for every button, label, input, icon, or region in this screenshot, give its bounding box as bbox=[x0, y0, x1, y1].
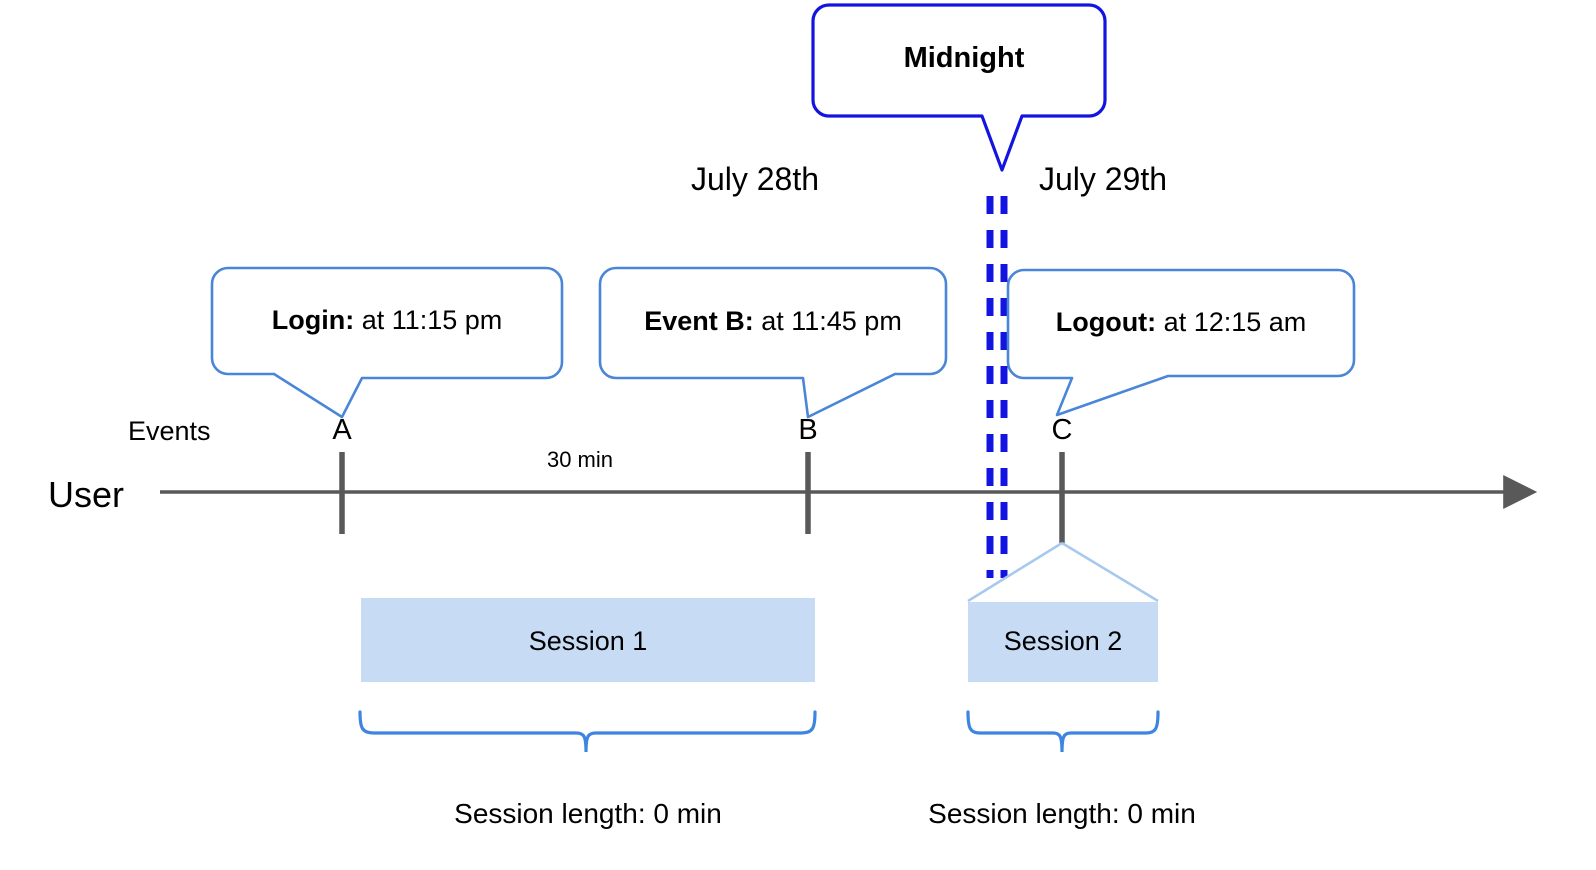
session-2-brace bbox=[966, 710, 1160, 753]
callout-a-shape bbox=[210, 266, 564, 419]
lane-label-events: Events bbox=[128, 416, 211, 446]
midnight-callout-shape bbox=[811, 3, 1107, 172]
date-label-july-28: July 28th bbox=[690, 161, 820, 197]
callout-c-text: Logout: at 12:15 am bbox=[1008, 309, 1354, 336]
event-letter-a: A bbox=[332, 414, 352, 446]
session-1-label: Session 1 bbox=[528, 626, 648, 656]
date-label-july-29: July 29th bbox=[1038, 161, 1168, 197]
callout-b-shape bbox=[598, 266, 948, 419]
callout-c-rest: at 12:15 am bbox=[1156, 307, 1307, 337]
event-letter-b: B bbox=[798, 414, 818, 446]
event-letter-c: C bbox=[1051, 414, 1073, 446]
lane-label-user: User bbox=[48, 474, 125, 515]
callout-c-shape bbox=[1006, 268, 1356, 417]
callout-a-text: Login: at 11:15 pm bbox=[212, 307, 562, 334]
callout-b-rest: at 11:45 pm bbox=[753, 306, 902, 336]
session-1-box bbox=[361, 598, 815, 682]
session-2-length-label: Session length: 0 min bbox=[928, 798, 1196, 829]
callout-a-bold: Login: bbox=[271, 305, 355, 335]
midnight-divider-lines bbox=[986, 196, 1008, 578]
callout-b-bold: Event B: bbox=[644, 306, 754, 336]
callout-c-bold: Logout: bbox=[1055, 307, 1157, 337]
session-1-length-label: Session length: 0 min bbox=[454, 798, 722, 829]
midnight-label: Midnight bbox=[903, 42, 1025, 74]
session-1-brace bbox=[358, 710, 817, 753]
session2-leader-lines bbox=[967, 541, 1159, 603]
session-2-label: Session 2 bbox=[1003, 626, 1123, 656]
duration-label-30-min: 30 min bbox=[546, 447, 614, 472]
session-2-box bbox=[968, 602, 1158, 682]
callout-b-text: Event B: at 11:45 pm bbox=[600, 308, 946, 335]
callout-a-rest: at 11:15 pm bbox=[354, 305, 503, 335]
